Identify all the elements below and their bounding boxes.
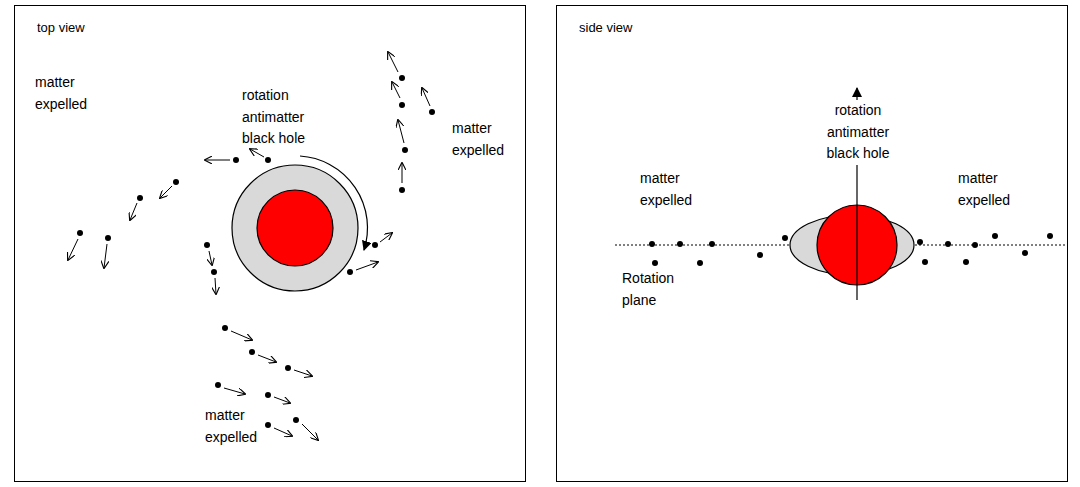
annotation-label: rotation antimatter black hole	[818, 100, 898, 165]
view-panel: side view	[556, 5, 1068, 482]
annotation-label: Rotation plane	[622, 268, 686, 311]
black-hole-side	[790, 205, 914, 285]
expelled-matter-side	[649, 233, 1053, 266]
panel-title: side view	[557, 6, 1067, 37]
black-hole-top	[232, 165, 358, 291]
expelled-matter-top	[68, 52, 435, 440]
annotation-label: matter expelled	[958, 168, 1022, 211]
annotation-label: matter expelled	[35, 72, 99, 115]
panel-title: top view	[15, 6, 525, 37]
rotation-arrow	[300, 156, 367, 250]
annotation-label: matter expelled	[452, 118, 516, 161]
annotation-label: matter expelled	[640, 168, 704, 211]
annotation-label: rotation antimatter black hole	[242, 85, 322, 150]
annotation-label: matter expelled	[205, 405, 269, 448]
view-panel: top view	[14, 5, 526, 482]
